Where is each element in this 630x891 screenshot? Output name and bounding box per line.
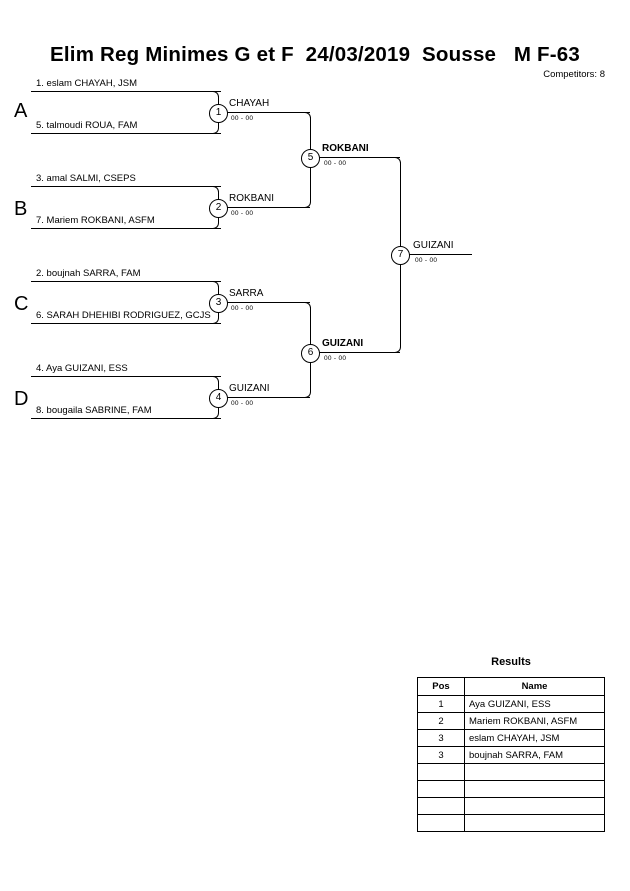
match-node-2[interactable]: 2	[209, 199, 228, 218]
table-row: 1 Aya GUIZANI, ESS	[417, 695, 605, 713]
result-pos	[417, 814, 465, 832]
match-score-4: 00 - 00	[231, 400, 254, 407]
seed-a-bottom: 5. talmoudi ROUA, FAM	[36, 120, 138, 131]
elbow-r2-top-6	[292, 302, 311, 353]
match-score-5: 00 - 00	[324, 160, 347, 167]
winner-line-5	[317, 157, 400, 158]
group-label-c: C	[14, 293, 29, 315]
match-winner-4: GUIZANI	[229, 383, 270, 394]
match-winner-3: SARRA	[229, 288, 264, 299]
match-winner-1: CHAYAH	[229, 98, 270, 109]
elbow-d-top	[200, 376, 219, 398]
result-name	[464, 780, 605, 798]
group-label-d: D	[14, 388, 29, 410]
seed-a-top: 1. eslam CHAYAH, JSM	[36, 78, 138, 89]
results-header-row: Pos Name	[417, 677, 605, 696]
table-row	[417, 814, 605, 832]
match-score-7: 00 - 00	[415, 257, 438, 264]
group-label-b: B	[14, 198, 28, 220]
results-col-name: Name	[464, 677, 605, 696]
table-row: 3 boujnah SARRA, FAM	[417, 746, 605, 764]
result-name: Aya GUIZANI, ESS	[464, 695, 605, 713]
seed-b-top: 3. amal SALMI, CSEPS	[36, 173, 136, 184]
elbow-b-top	[200, 186, 219, 208]
elbow-a-top	[200, 91, 219, 113]
winner-line-1	[225, 112, 310, 113]
seed-line-d-top	[31, 376, 221, 377]
elbow-a-bottom	[200, 112, 219, 134]
group-label-a: A	[14, 100, 28, 122]
seed-line-c-bottom	[31, 323, 221, 324]
result-pos: 3	[417, 746, 465, 764]
match-score-2: 00 - 00	[231, 210, 254, 217]
match-node-5[interactable]: 5	[301, 149, 320, 168]
table-row: 2 Mariem ROKBANI, ASFM	[417, 712, 605, 730]
result-pos	[417, 763, 465, 781]
elbow-b-bottom	[200, 207, 219, 229]
result-pos: 3	[417, 729, 465, 747]
result-name	[464, 814, 605, 832]
match-score-6: 00 - 00	[324, 355, 347, 362]
table-row: 3 eslam CHAYAH, JSM	[417, 729, 605, 747]
winner-line-3	[225, 302, 310, 303]
results-col-pos: Pos	[417, 677, 465, 696]
result-pos	[417, 780, 465, 798]
match-node-1[interactable]: 1	[209, 104, 228, 123]
seed-line-a-bottom	[31, 133, 221, 134]
page-title: Elim Reg Minimes G et F 24/03/2019 Souss…	[50, 43, 580, 66]
elbow-final-bottom	[382, 254, 401, 353]
result-pos: 2	[417, 712, 465, 730]
match-winner-5: ROKBANI	[322, 143, 369, 154]
results-title: Results	[491, 656, 531, 668]
result-name	[464, 797, 605, 815]
match-winner-7: GUIZANI	[413, 240, 454, 251]
result-pos	[417, 797, 465, 815]
table-row	[417, 780, 605, 798]
match-node-7[interactable]: 7	[391, 246, 410, 265]
seed-d-top: 4. Aya GUIZANI, ESS	[36, 363, 128, 374]
seed-c-top: 2. boujnah SARRA, FAM	[36, 268, 141, 279]
elbow-final-top	[382, 157, 401, 255]
result-name: eslam CHAYAH, JSM	[464, 729, 605, 747]
winner-line-7	[407, 254, 472, 255]
seed-line-b-bottom	[31, 228, 221, 229]
result-name: Mariem ROKBANI, ASFM	[464, 712, 605, 730]
match-winner-2: ROKBANI	[229, 193, 275, 204]
result-name	[464, 763, 605, 781]
results-table: Pos Name 1 Aya GUIZANI, ESS 2 Mariem ROK…	[417, 677, 605, 832]
elbow-r2-top-5	[292, 112, 311, 158]
seed-b-bottom: 7. Mariem ROKBANI, ASFM	[36, 215, 155, 226]
match-node-3[interactable]: 3	[209, 294, 228, 313]
match-node-6[interactable]: 6	[301, 344, 320, 363]
table-row	[417, 797, 605, 815]
seed-d-bottom: 8. bougaila SABRINE, FAM	[36, 405, 152, 416]
winner-line-4	[225, 397, 310, 398]
seed-c-bottom: 6. SARAH DHEHIBI RODRIGUEZ, GCJS	[36, 310, 211, 321]
result-name: boujnah SARRA, FAM	[464, 746, 605, 764]
competitors-count: Competitors: 8	[543, 69, 605, 80]
result-pos: 1	[417, 695, 465, 713]
elbow-r2-bottom-5	[292, 157, 311, 208]
seed-line-b-top	[31, 186, 221, 187]
match-node-4[interactable]: 4	[209, 389, 228, 408]
elbow-c-top	[200, 281, 219, 303]
match-score-3: 00 - 00	[231, 305, 254, 312]
elbow-c-bottom	[200, 302, 219, 324]
seed-line-c-top	[31, 281, 221, 282]
seed-line-a-top	[31, 91, 221, 92]
table-row	[417, 763, 605, 781]
match-winner-6: GUIZANI	[322, 338, 364, 349]
elbow-r2-bottom-6	[292, 352, 311, 398]
match-score-1: 00 - 00	[231, 115, 254, 122]
winner-line-2	[225, 207, 310, 208]
winner-line-6	[317, 352, 400, 353]
seed-line-d-bottom	[31, 418, 221, 419]
elbow-d-bottom	[200, 397, 219, 419]
